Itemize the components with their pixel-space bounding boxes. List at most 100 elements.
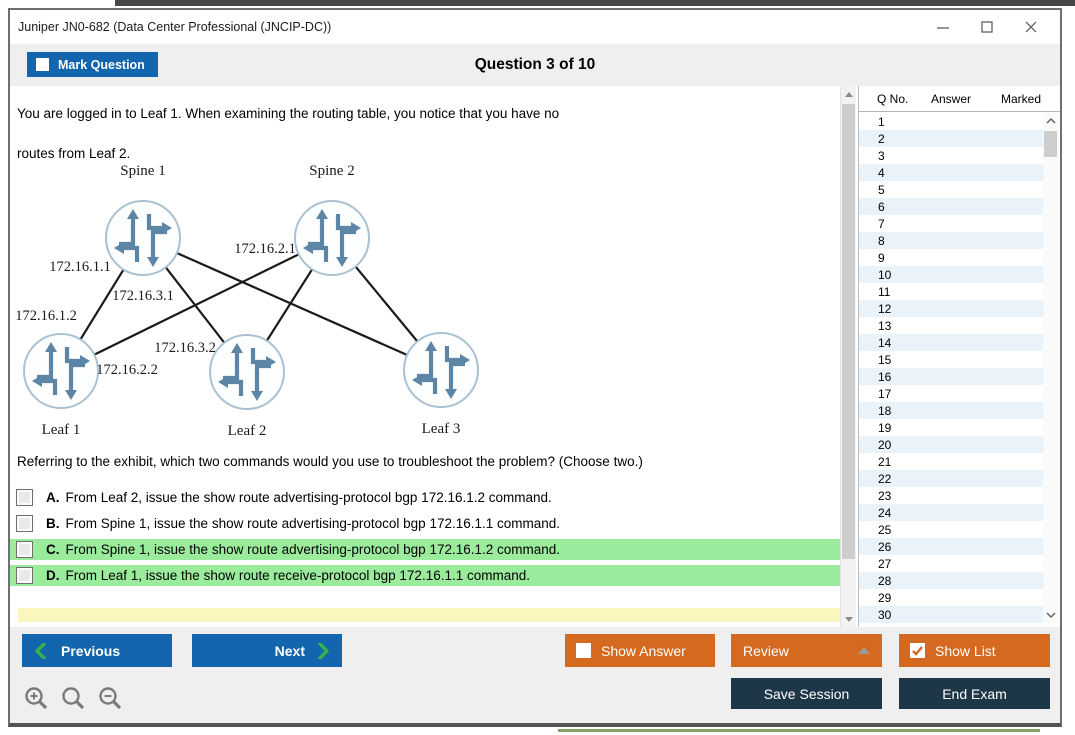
question-list-scrollbar-thumb[interactable]	[1044, 131, 1057, 157]
question-list-row-24[interactable]: 24	[859, 504, 1043, 521]
question-list-row-1[interactable]: 1	[859, 113, 1043, 130]
option-checkbox-icon[interactable]	[16, 489, 33, 506]
question-prompt: Referring to the exhibit, which two comm…	[17, 454, 643, 469]
main-area: You are logged in to Leaf 1. When examin…	[10, 86, 1060, 627]
background-window-edge	[115, 0, 1075, 6]
question-list-row-22[interactable]: 22	[859, 470, 1043, 487]
content-scrollbar[interactable]	[840, 86, 856, 627]
question-list-row-21[interactable]: 21	[859, 453, 1043, 470]
highlighted-empty-row	[18, 608, 840, 622]
question-list-row-28[interactable]: 28	[859, 572, 1043, 589]
option-text: From Leaf 2, issue the show route advert…	[65, 490, 552, 505]
question-list-scrollbar[interactable]	[1043, 113, 1059, 623]
question-number: 14	[878, 335, 892, 350]
window-title: Juniper JN0-682 (Data Center Professiona…	[18, 20, 332, 34]
question-number: 27	[878, 556, 892, 571]
question-number: 7	[878, 216, 885, 231]
option-letter: A.	[46, 490, 60, 505]
close-icon[interactable]	[1024, 20, 1038, 34]
zoom-out-icon[interactable]	[98, 686, 124, 712]
answer-option-a[interactable]: A. From Leaf 2, issue the show route adve…	[10, 487, 840, 508]
question-list-row-10[interactable]: 10	[859, 266, 1043, 283]
question-list-row-29[interactable]: 29	[859, 589, 1043, 606]
option-text: From Spine 1, issue the show route adver…	[65, 516, 561, 531]
question-list-row-20[interactable]: 20	[859, 436, 1043, 453]
question-number: 30	[878, 607, 892, 622]
end-exam-label: End Exam	[942, 685, 1007, 702]
question-number: 26	[878, 539, 892, 554]
option-checkbox-icon[interactable]	[16, 515, 33, 532]
question-list-row-23[interactable]: 23	[859, 487, 1043, 504]
question-counter: Question 3 of 10	[474, 56, 596, 73]
question-list-row-6[interactable]: 6	[859, 198, 1043, 215]
maximize-icon[interactable]	[980, 20, 994, 34]
ip-label: 172.16.2.2	[96, 362, 158, 378]
question-list-row-4[interactable]: 4	[859, 164, 1043, 181]
list-scroll-up-icon[interactable]	[1043, 113, 1059, 129]
scroll-down-icon[interactable]	[841, 611, 857, 627]
stem-line-2: routes from Leaf 2.	[17, 146, 131, 161]
question-number: 25	[878, 522, 892, 537]
list-scroll-down-icon[interactable]	[1043, 607, 1059, 623]
question-list-row-13[interactable]: 13	[859, 317, 1043, 334]
question-number: 24	[878, 505, 892, 520]
question-stem: You are logged in to Leaf 1. When examin…	[17, 94, 797, 174]
minimize-icon[interactable]	[936, 20, 950, 34]
router-node-leaf2: Leaf 2	[209, 334, 285, 439]
footer-bar: Previous Next Show Answer Review	[10, 627, 1060, 723]
answer-options: A. From Leaf 2, issue the show route adve…	[10, 487, 840, 591]
ip-label: 172.16.2.1	[234, 241, 296, 257]
zoom-in-icon[interactable]	[24, 686, 50, 712]
answer-option-b[interactable]: B.From Spine 1, issue the show route adv…	[10, 513, 840, 534]
column-qno: Q No.	[877, 92, 909, 106]
save-session-button[interactable]: Save Session	[731, 678, 882, 709]
question-number: 19	[878, 420, 892, 435]
answer-option-c[interactable]: C.From Spine 1, issue the show route adv…	[10, 539, 840, 560]
mark-question-button[interactable]: Mark Question	[27, 52, 158, 77]
show-answer-checkbox-icon[interactable]	[576, 643, 591, 658]
question-number: 5	[878, 182, 885, 197]
question-number: 2	[878, 131, 885, 146]
option-letter: C.	[46, 542, 60, 557]
question-list-row-25[interactable]: 25	[859, 521, 1043, 538]
question-number: 20	[878, 437, 892, 452]
question-list-row-17[interactable]: 17	[859, 385, 1043, 402]
option-checkbox-icon[interactable]	[16, 567, 33, 584]
end-exam-button[interactable]: End Exam	[899, 678, 1050, 709]
node-label-spine1: Spine 1	[120, 163, 165, 179]
previous-button[interactable]: Previous	[22, 634, 172, 667]
question-list-row-19[interactable]: 19	[859, 419, 1043, 436]
question-list-row-8[interactable]: 8	[859, 232, 1043, 249]
review-button[interactable]: Review	[731, 634, 882, 667]
question-list-row-11[interactable]: 11	[859, 283, 1043, 300]
mark-question-checkbox-icon[interactable]	[36, 58, 49, 71]
review-label: Review	[743, 642, 789, 659]
option-checkbox-icon[interactable]	[16, 541, 33, 558]
question-list-row-16[interactable]: 16	[859, 368, 1043, 385]
question-list-row-30[interactable]: 30	[859, 606, 1043, 623]
previous-label: Previous	[61, 642, 121, 659]
next-button[interactable]: Next	[192, 634, 342, 667]
question-list-row-14[interactable]: 14	[859, 334, 1043, 351]
show-list-button[interactable]: Show List	[899, 634, 1050, 667]
question-number: 6	[878, 199, 885, 214]
question-list-row-5[interactable]: 5	[859, 181, 1043, 198]
question-list-row-7[interactable]: 7	[859, 215, 1043, 232]
content-scrollbar-thumb[interactable]	[842, 104, 855, 559]
show-list-label: Show List	[935, 642, 996, 659]
question-list-row-9[interactable]: 9	[859, 249, 1043, 266]
zoom-reset-icon[interactable]	[61, 686, 87, 712]
question-list-row-12[interactable]: 12	[859, 300, 1043, 317]
show-list-checkbox-icon[interactable]	[910, 643, 925, 658]
question-list-row-15[interactable]: 15	[859, 351, 1043, 368]
answer-option-d[interactable]: D.From Leaf 1, issue the show route rece…	[10, 565, 840, 586]
question-list-row-26[interactable]: 26	[859, 538, 1043, 555]
question-list-row-2[interactable]: 2	[859, 130, 1043, 147]
question-list-row-27[interactable]: 27	[859, 555, 1043, 572]
show-answer-button[interactable]: Show Answer	[565, 634, 715, 667]
question-list-row-18[interactable]: 18	[859, 402, 1043, 419]
question-content: You are logged in to Leaf 1. When examin…	[10, 86, 840, 627]
question-list-row-3[interactable]: 3	[859, 147, 1043, 164]
scroll-up-icon[interactable]	[841, 86, 857, 102]
question-number: 21	[878, 454, 892, 469]
